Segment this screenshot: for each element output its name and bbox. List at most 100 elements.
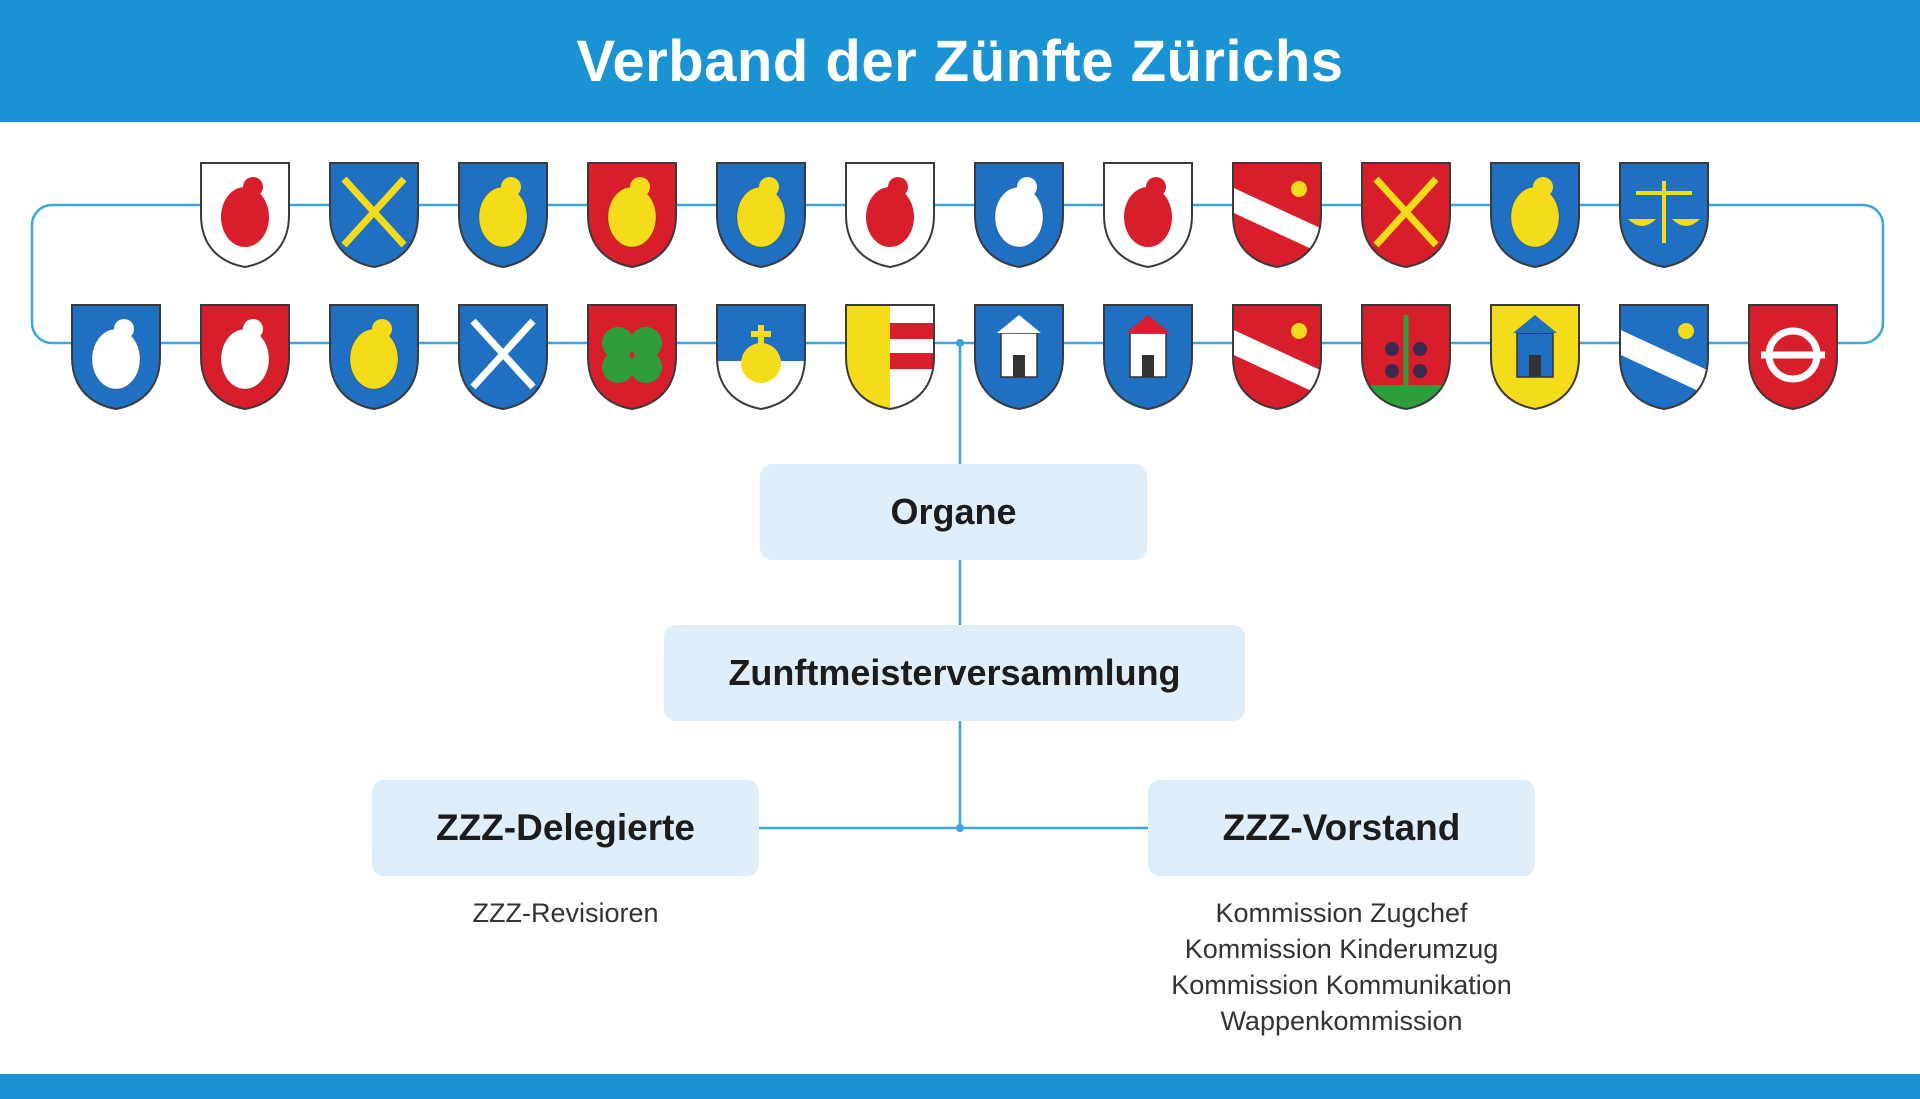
crest-charge	[1413, 342, 1427, 356]
crest-charge	[1233, 325, 1321, 400]
crest-outline	[1232, 304, 1322, 411]
crest-star-and-wave-red	[1232, 304, 1322, 411]
crest-rows	[71, 162, 1838, 411]
crest-charge	[1017, 177, 1037, 197]
crest-charge	[1510, 186, 1560, 248]
crest-lily-ornament-red	[1748, 304, 1838, 411]
crest-charge	[1385, 364, 1399, 378]
crest-outline	[974, 162, 1064, 269]
crest-charge	[607, 186, 657, 248]
crest-crossed-keys-blue	[458, 304, 548, 411]
crest-charge	[349, 328, 399, 390]
crest-charge	[1124, 187, 1172, 247]
crest-charge	[736, 186, 786, 248]
crest-outline	[1619, 304, 1709, 411]
crest-orb-blue	[716, 304, 806, 411]
crest-ram-blue	[974, 162, 1064, 269]
crest-outline	[1748, 304, 1838, 411]
board-box: ZZZ-Vorstand	[1148, 780, 1535, 876]
crest-mill-wheel-blue	[716, 162, 806, 269]
board-label: ZZZ-Vorstand	[1222, 807, 1461, 848]
crest-charge	[1291, 323, 1307, 339]
crest-charge	[372, 319, 392, 339]
crest-charge	[1362, 385, 1450, 409]
organe-box: Organe	[760, 464, 1147, 560]
board-subitems: Kommission Zugchef Kommission Kinderumzu…	[1100, 895, 1583, 1039]
crest-charge	[866, 187, 914, 247]
crest-charge	[341, 176, 407, 248]
crest-scales-blue	[1619, 162, 1709, 269]
crest-charge	[221, 187, 269, 247]
board-subitem: Kommission Kommunikation	[1171, 970, 1512, 1000]
crest-outline	[458, 304, 548, 411]
crest-charge	[751, 331, 771, 337]
crest-outline	[1361, 304, 1451, 411]
crest-camel-blue	[1490, 162, 1580, 269]
crest-crossed-lilies-blue	[329, 162, 419, 269]
crest-crossed-arrows-red	[1361, 162, 1451, 269]
crest-charge	[1233, 183, 1321, 258]
crest-charge	[91, 328, 141, 390]
crest-charge	[501, 177, 521, 197]
crest-outline	[458, 162, 548, 269]
crest-outline	[587, 162, 677, 269]
crest-outline	[329, 162, 419, 269]
crest-charge	[1413, 364, 1427, 378]
crest-charge	[243, 319, 263, 339]
delegates-subitems: ZZZ-Revisioren	[372, 895, 759, 931]
crest-red-eagle-white	[1103, 162, 1193, 269]
crest-charge	[1142, 355, 1154, 377]
crest-charge	[630, 327, 662, 359]
assembly-label: Zunftmeisterversammlung	[728, 652, 1181, 693]
crest-charge	[243, 177, 263, 197]
crest-outline	[1490, 162, 1580, 269]
delegates-subitem: ZZZ-Revisioren	[472, 898, 659, 928]
junction-dot-top	[956, 339, 964, 347]
header-bar: Verband der Zünfte Zürichs	[0, 0, 1920, 122]
crest-wave-and-trowel-blue	[1619, 304, 1709, 411]
crest-three-figures-blue	[329, 304, 419, 411]
crest-charge	[759, 177, 779, 197]
crest-sickle-red	[200, 304, 290, 411]
crest-charge	[602, 351, 634, 383]
crest-swan-blue	[71, 304, 161, 411]
crest-charge	[1126, 315, 1170, 333]
delegates-box: ZZZ-Delegierte	[372, 780, 759, 876]
crest-charge	[1291, 181, 1307, 197]
crest-charge	[1678, 323, 1694, 339]
page-title: Verband der Zünfte Zürichs	[576, 28, 1344, 94]
footer-bar	[0, 1074, 1920, 1099]
crest-charge	[1513, 315, 1557, 333]
board-subitem: Kommission Kinderumzug	[1184, 934, 1499, 964]
crest-charge	[888, 177, 908, 197]
crest-charge	[1529, 355, 1541, 377]
crest-outline	[716, 304, 806, 411]
crest-tower-and-cross-yellow	[1490, 304, 1580, 411]
crest-charge	[1533, 177, 1553, 197]
crest-tower-gate-blue	[1103, 304, 1193, 411]
crest-charge	[602, 327, 634, 359]
crest-charge	[1373, 176, 1439, 248]
crest-outline	[71, 304, 161, 411]
crest-outline	[587, 304, 677, 411]
crest-loop-line	[30, 203, 1885, 345]
board-subitem: Wappenkommission	[1220, 1006, 1463, 1036]
delegates-label: ZZZ-Delegierte	[435, 807, 696, 848]
crest-charge	[717, 361, 805, 409]
crest-outline	[200, 162, 290, 269]
crest-charge	[114, 319, 134, 339]
crest-red-lion-white-field	[200, 162, 290, 269]
crest-charge	[1013, 355, 1025, 377]
crest-charge	[630, 177, 650, 197]
crest-outline	[1103, 304, 1193, 411]
crest-outline	[716, 162, 806, 269]
crest-outline	[1232, 162, 1322, 269]
crest-charge	[997, 315, 1041, 333]
crest-charge	[470, 318, 536, 390]
crest-charge	[1620, 325, 1708, 400]
crest-charge	[1672, 219, 1700, 226]
crest-serpent-red	[587, 162, 677, 269]
crest-field	[588, 305, 676, 409]
crest-shamrock-red	[587, 304, 677, 411]
